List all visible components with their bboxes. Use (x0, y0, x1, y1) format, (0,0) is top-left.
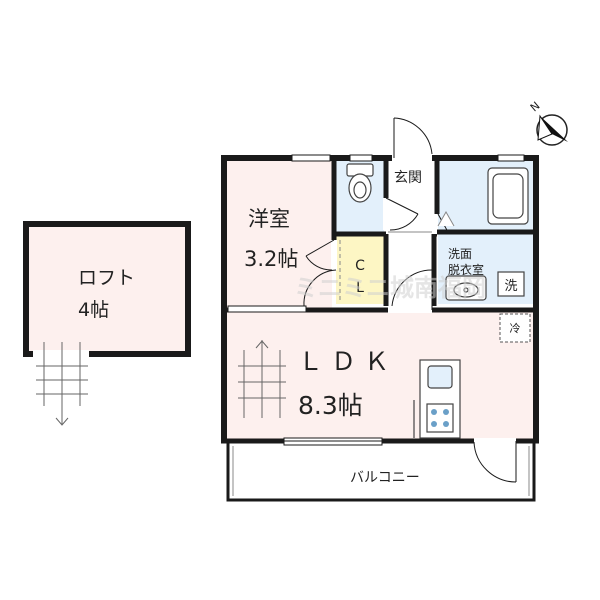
loft-wall (23, 221, 191, 357)
western-slider (227, 305, 307, 313)
refrigerator-label: 冷 (510, 322, 521, 335)
kitchen-sink-icon (427, 365, 453, 389)
closet-door-swing (303, 269, 337, 307)
ldk-loft-ladder (238, 340, 286, 418)
doors (227, 117, 517, 483)
loft-name: ロフト (78, 267, 135, 289)
north-compass: N (528, 99, 568, 146)
bathtub-icon (487, 167, 529, 225)
balcony-floor (228, 444, 532, 500)
washroom-label-line2: 脱衣室 (448, 262, 484, 277)
western-door-swing (305, 255, 333, 271)
window-bath (497, 154, 525, 162)
loft-room: ロフト 4帖 (23, 221, 191, 426)
ldk-door-swing (391, 269, 433, 307)
washing-machine-label: 洗 (504, 279, 517, 294)
window-western (291, 154, 331, 162)
window-toilet (349, 154, 373, 162)
washbasin-icon (445, 275, 487, 301)
toilet-door (385, 197, 419, 215)
kitchen-counter (413, 359, 461, 439)
balcony-rail (226, 441, 536, 502)
washing-machine-icon: 洗 (497, 271, 525, 297)
loft-floor (26, 224, 188, 354)
ldk-floor (226, 312, 534, 440)
watermark: ミニミニ城南福岡 (294, 274, 486, 302)
unit-floors (226, 160, 534, 500)
ldk-size: 8.3帖 (298, 391, 363, 420)
balcony-door-swing (473, 441, 517, 483)
loft-size: 4帖 (78, 299, 109, 321)
western-room-floor (226, 160, 332, 308)
compass-arrow-icon (540, 116, 568, 142)
entrance-door-swing (393, 117, 433, 155)
western-room-size: 3.2帖 (244, 247, 298, 271)
loft-ladder-opening (33, 350, 89, 358)
compass-north-label: N (528, 99, 543, 114)
toilet-icon (346, 163, 374, 203)
toilet-door-swing (389, 213, 419, 231)
closet-floor (336, 236, 384, 304)
entrance-floor (386, 160, 436, 308)
closet-label-c: C (355, 258, 365, 274)
entrance-label: 玄関 (394, 169, 422, 186)
washroom-label-line1: 洗面 (448, 247, 472, 261)
shoe-box-marker (437, 210, 455, 227)
loft-ladder (36, 342, 88, 426)
ldk-name: ＬＤＫ (298, 347, 397, 376)
refrigerator-icon: 冷 (499, 313, 531, 343)
burner-icons (431, 409, 449, 427)
western-room-name: 洋室 (248, 207, 290, 231)
closet-label-l: L (356, 280, 364, 296)
western-door (305, 239, 335, 257)
balcony-label: バルコニー (350, 470, 420, 486)
windows (283, 154, 525, 446)
stove-icon (426, 403, 454, 433)
